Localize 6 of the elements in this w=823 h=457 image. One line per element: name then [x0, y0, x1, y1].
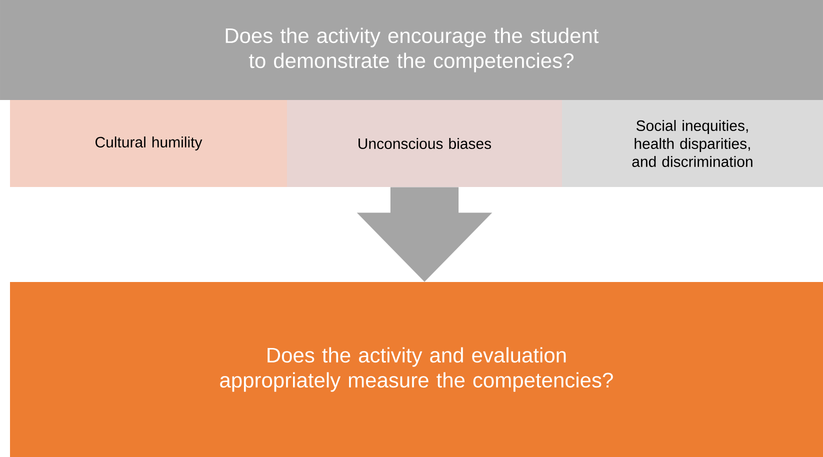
- block-arrow: [356, 187, 492, 282]
- category-cell: Social inequities, health disparities, and discrimination: [562, 100, 823, 187]
- result-box: Does the activity and evaluation appropriately measure the competencies?: [10, 282, 823, 457]
- category-cell: Cultural humility: [10, 100, 287, 187]
- heading-band: Does the activity encourage the student to demonstrate the competencies?: [0, 0, 823, 100]
- category-cell: Unconscious biases: [287, 100, 562, 187]
